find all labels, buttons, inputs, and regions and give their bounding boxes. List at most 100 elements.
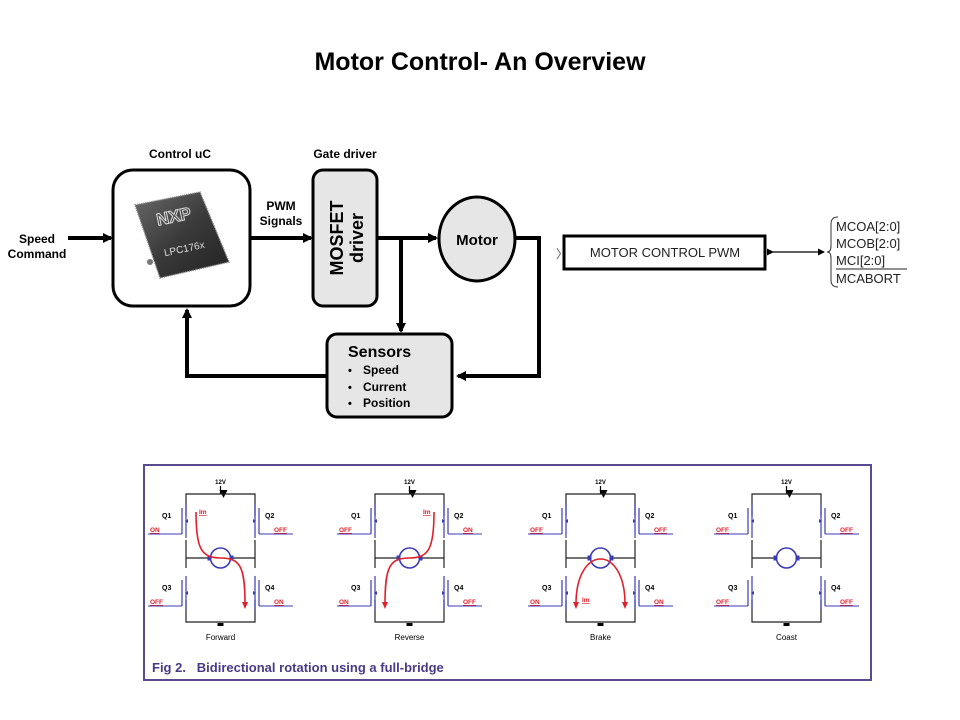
transistor-label: Q3 <box>542 585 551 592</box>
transistor-label: Q1 <box>542 513 551 520</box>
pwm-signals-label-2: Signals <box>260 214 303 228</box>
bottom-rail <box>185 600 256 623</box>
transistor-state-q1: OFF <box>530 527 543 534</box>
ground-icon <box>217 623 224 626</box>
transistor-q1 <box>337 504 377 538</box>
motor-control-pwm-label: MOTOR CONTROL PWM <box>590 245 740 260</box>
transistor-state-q4: ON <box>274 599 284 606</box>
transistor-label: Q3 <box>351 585 360 592</box>
transistor-state-q1: OFF <box>716 527 729 534</box>
bottom-rail <box>751 600 822 623</box>
figure-caption: Fig 2. Bidirectional rotation using a fu… <box>152 660 444 675</box>
motor-feedback-line <box>456 236 541 381</box>
current-label-im: Im <box>582 597 590 604</box>
current-arrow-head <box>242 602 248 609</box>
transistor-label: Q2 <box>265 513 274 520</box>
motor-label: Motor <box>456 232 498 249</box>
mode-label-coast: Coast <box>776 633 798 642</box>
sensors-feedback-line <box>182 308 327 378</box>
bullet: • <box>348 382 352 394</box>
transistor-state-q3: ON <box>339 599 349 606</box>
transistor-state-q1: OFF <box>339 527 352 534</box>
motor-terminal <box>207 555 212 561</box>
transistor-q3 <box>528 576 568 610</box>
current-arrow-head <box>622 602 628 609</box>
transistor-q3 <box>714 576 754 610</box>
pwm-signals-label: PWM <box>266 199 295 213</box>
transistor-state-q2: OFF <box>840 527 853 534</box>
mosfet-arrow-icon <box>374 591 377 595</box>
transistor-q4 <box>253 576 293 610</box>
bottom-rail <box>374 600 445 623</box>
mosfet-arrow-icon <box>751 519 754 523</box>
transistor-q1 <box>528 504 568 538</box>
transistor-q4 <box>819 576 859 610</box>
motor-control-pwm-block <box>562 234 767 271</box>
sensors-title: Sensors <box>348 344 411 361</box>
lpc176x-chip-icon: NXP LPC176x <box>134 191 231 279</box>
transistor-state-q3: ON <box>530 599 540 606</box>
dc-motor-icon <box>775 547 798 569</box>
mosfet-arrow-icon <box>442 591 445 595</box>
transistor-label: Q4 <box>831 585 840 592</box>
bullet: • <box>348 398 352 410</box>
transistor-label: Q4 <box>454 585 463 592</box>
motor-terminal <box>229 555 234 561</box>
transistor-label: Q1 <box>351 513 360 520</box>
slide-title: Motor Control- An Overview <box>314 48 646 76</box>
mosfet-arrow-icon <box>751 591 754 595</box>
control-uc-label: Control uC <box>149 147 211 161</box>
transistor-state-q2: OFF <box>274 527 287 534</box>
supply-12v-label: 12V <box>404 480 415 486</box>
transistor-q2 <box>819 504 859 538</box>
dc-motor-icon <box>589 547 612 569</box>
transistor-q2 <box>253 504 293 538</box>
full-bridge-figure-frame <box>143 464 872 681</box>
transistor-q3 <box>337 576 377 610</box>
transistor-label: Q4 <box>265 585 274 592</box>
gate-driver-label: Gate driver <box>313 147 377 161</box>
top-rail <box>751 493 822 516</box>
transistor-label: Q1 <box>162 513 171 520</box>
current-flow-arrow <box>195 511 246 605</box>
supply-12v-label: 12V <box>781 480 792 486</box>
transistor-q4 <box>442 576 482 610</box>
sensor-item-speed: Speed <box>363 363 399 377</box>
transistor-q1 <box>714 504 754 538</box>
ground-icon <box>406 623 413 626</box>
mosfet-arrow-icon <box>633 519 636 523</box>
speed-command-label: Speed <box>19 232 55 246</box>
transistor-label: Q3 <box>728 585 737 592</box>
current-arrow-head <box>573 602 579 609</box>
mosfet-arrow-icon <box>185 519 188 523</box>
transistor-q1 <box>148 504 188 538</box>
motor-terminal <box>396 555 401 561</box>
transistor-q3 <box>148 576 188 610</box>
signal-brace <box>826 216 839 288</box>
transistor-label: Q2 <box>645 513 654 520</box>
mode-label-reverse: Reverse <box>395 633 425 642</box>
transistor-label: Q3 <box>162 585 171 592</box>
transistor-state-q2: ON <box>463 527 473 534</box>
current-arrow-head <box>382 602 388 609</box>
transistor-state-q1: ON <box>150 527 160 534</box>
signal-mci: MCI[2:0] <box>836 253 885 268</box>
mosfet-arrow-icon <box>253 591 256 595</box>
transistor-state-q3: OFF <box>716 599 729 606</box>
transistor-state-q3: OFF <box>150 599 163 606</box>
transistor-label: Q4 <box>645 585 654 592</box>
transistor-state-q4: ON <box>654 599 664 606</box>
current-label-im: Im <box>423 509 431 516</box>
transistor-q4 <box>633 576 673 610</box>
mosfet-arrow-icon <box>819 519 822 523</box>
motor-terminal <box>773 555 778 561</box>
bullet: • <box>348 365 352 377</box>
transistor-state-q4: OFF <box>840 599 853 606</box>
current-flow-arrow <box>575 558 626 605</box>
ground-icon <box>597 623 604 626</box>
transistor-state-q4: OFF <box>463 599 476 606</box>
